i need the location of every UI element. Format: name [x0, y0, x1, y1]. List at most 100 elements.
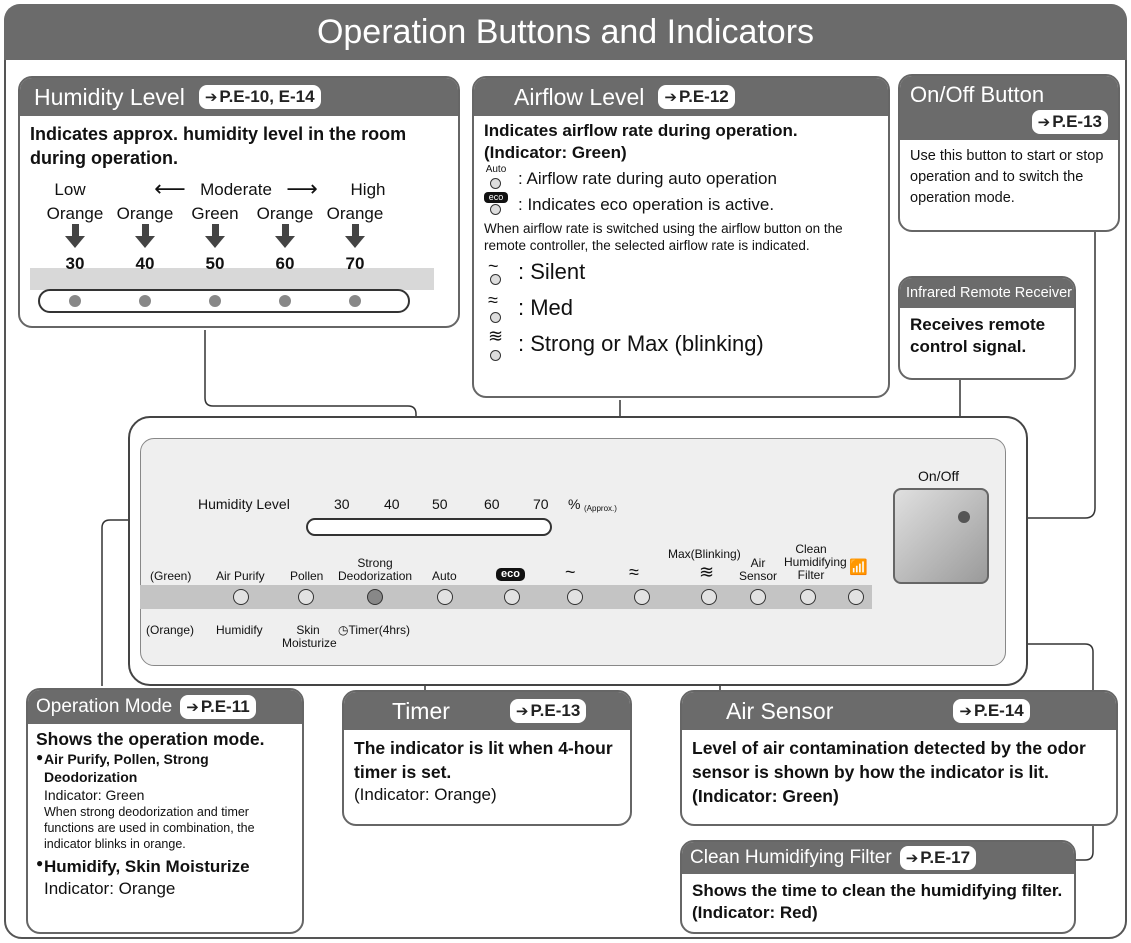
timer-header: Timer ➔P.E-13	[344, 692, 630, 730]
page-header: Operation Buttons and Indicators	[4, 4, 1127, 60]
panel-clean-filter: Clean Humidifying Filter	[784, 542, 847, 582]
humidity-ref-text: P.E-10, E-14	[219, 87, 315, 106]
air-sensor-ref[interactable]: ➔P.E-14	[953, 699, 1030, 723]
arrow-right-icon: ➔	[959, 703, 972, 720]
humidity-level-ref[interactable]: ➔P.E-10, E-14	[198, 85, 321, 109]
led-air-sensor	[750, 589, 766, 605]
arrow-down-icon	[205, 236, 225, 248]
timer-box: Timer ➔P.E-13 The indicator is lit when …	[342, 690, 632, 826]
clean-filter-ref[interactable]: ➔P.E-17	[899, 846, 977, 870]
led-strong-deodorization	[367, 589, 383, 605]
operation-mode-ref[interactable]: ➔P.E-11	[180, 695, 256, 719]
arrow-left-icon: ⟵	[154, 176, 186, 201]
page-title: Operation Buttons and Indicators	[316, 12, 815, 51]
humidity-column-value: 30	[65, 254, 85, 273]
operation-mode-header: Operation Mode ➔P.E-11	[28, 690, 302, 724]
arrow-right-icon: ➔	[186, 699, 199, 716]
ir-desc: Receives remote control signal.	[910, 315, 1046, 356]
timer-ref-text: P.E-13	[530, 701, 581, 720]
panel-onoff-label: On/Off	[918, 468, 959, 484]
arrow-down-icon	[211, 224, 219, 236]
led-auto	[437, 589, 453, 605]
filter-ref-text: P.E-17	[920, 848, 971, 867]
med-text: : Med	[518, 295, 574, 320]
humidity-column-color: Orange	[46, 204, 104, 223]
led-ir-receiver	[848, 589, 864, 605]
humidity-indicator-dot	[139, 295, 151, 307]
arrow-down-icon	[71, 224, 79, 236]
led-pollen	[298, 589, 314, 605]
panel-humidify: Humidify	[216, 623, 263, 637]
panel-green: (Green)	[150, 569, 192, 583]
humidity-column-value: 60	[275, 254, 295, 273]
humidity-scale-strip	[30, 268, 434, 290]
arrow-right-icon: ➔	[515, 703, 529, 720]
arrow-down-icon	[345, 236, 365, 248]
panel-scale-value: 70	[533, 496, 549, 512]
led-clean-filter	[800, 589, 816, 605]
ir-box: Infrared Remote Receiver Receives remote…	[898, 276, 1076, 380]
panel-scale-value: 60	[484, 496, 500, 512]
bullet-icon: ●	[36, 750, 44, 764]
timer-ref[interactable]: ➔P.E-13	[509, 699, 587, 723]
arrow-right-icon: ⟶	[286, 176, 318, 201]
arrow-down-icon	[275, 236, 295, 248]
humidity-indicator-dot	[279, 295, 291, 307]
med-icon: ≈	[488, 290, 498, 310]
humidity-indicator-dot	[69, 295, 81, 307]
clean-filter-header: Clean Humidifying Filter ➔P.E-17	[682, 842, 1074, 874]
panel-scale-value: 50	[432, 496, 448, 512]
panel-strong-icon: ≋	[699, 562, 715, 582]
timer-title: Timer	[392, 697, 450, 724]
operation-mode-heading: Shows the operation mode.	[36, 729, 265, 749]
airsensor-ref-text: P.E-14	[973, 701, 1024, 720]
panel-approx: (Approx.)	[584, 504, 617, 513]
strong-led-icon	[490, 350, 501, 361]
airflow-ref-text: P.E-12	[678, 87, 729, 106]
humidity-indicator-pill	[38, 289, 410, 313]
opmode-item1-indicator: Indicator: Green	[44, 787, 145, 803]
opmode-item2-indicator: Indicator: Orange	[44, 879, 176, 898]
panel-air-purify: Air Purify	[216, 569, 265, 583]
onoff-connector	[970, 232, 1096, 519]
airflow-note: When airflow rate is switched using the …	[484, 221, 843, 253]
wifi-signal-icon: 📶	[849, 559, 868, 576]
arrow-right-icon: ➔	[1037, 114, 1051, 131]
operation-mode-title: Operation Mode	[36, 696, 173, 717]
airflow-level-ref[interactable]: ➔P.E-12	[658, 85, 735, 109]
timer-indicator: (Indicator: Orange)	[354, 785, 497, 804]
opmode-item2-title: Humidify, Skin Moisturize	[44, 857, 250, 876]
onoff-button[interactable]	[893, 488, 989, 584]
airflow-level-header: Airflow Level ➔P.E-12	[474, 78, 888, 116]
arrow-down-icon	[65, 236, 85, 248]
panel-humidity-pill	[306, 518, 552, 536]
eco-desc: : Indicates eco operation is active.	[518, 195, 775, 214]
arrow-down-icon	[135, 236, 155, 248]
onoff-ref[interactable]: ➔P.E-13	[1031, 110, 1108, 134]
humidity-column-value: 40	[135, 254, 155, 273]
arrow-down-icon	[351, 224, 359, 236]
onoff-title: On/Off Button	[910, 82, 1045, 107]
scale-high: High	[350, 180, 386, 199]
panel-med-icon: ≈	[629, 562, 639, 582]
airflow-level-desc: Indicates airflow rate during operation.…	[484, 121, 798, 162]
humidity-level-header: Humidity Level ➔P.E-10, E-14	[20, 78, 458, 116]
bullet-icon: ●	[36, 856, 44, 870]
auto-desc: : Airflow rate during auto operation	[518, 169, 777, 188]
airflow-level-box: Airflow Level ➔P.E-12 Indicates airflow …	[472, 76, 890, 398]
ir-title: Infrared Remote Receiver	[900, 278, 1074, 308]
silent-icon: ~	[488, 256, 499, 276]
humidity-level-title: Humidity Level	[34, 83, 185, 110]
onoff-header: On/Off Button ➔P.E-13	[900, 76, 1118, 140]
panel-eco: eco	[496, 568, 525, 581]
strong-text: : Strong or Max (blinking)	[518, 331, 764, 356]
air-sensor-box: Air Sensor ➔P.E-14 Level of air contamin…	[680, 690, 1118, 826]
humidity-column-color: Green	[191, 204, 239, 223]
opmode-ref-text: P.E-11	[200, 697, 250, 716]
humidity-column-value: 70	[345, 254, 365, 273]
arrow-down-icon	[141, 224, 149, 236]
led-silent	[567, 589, 583, 605]
